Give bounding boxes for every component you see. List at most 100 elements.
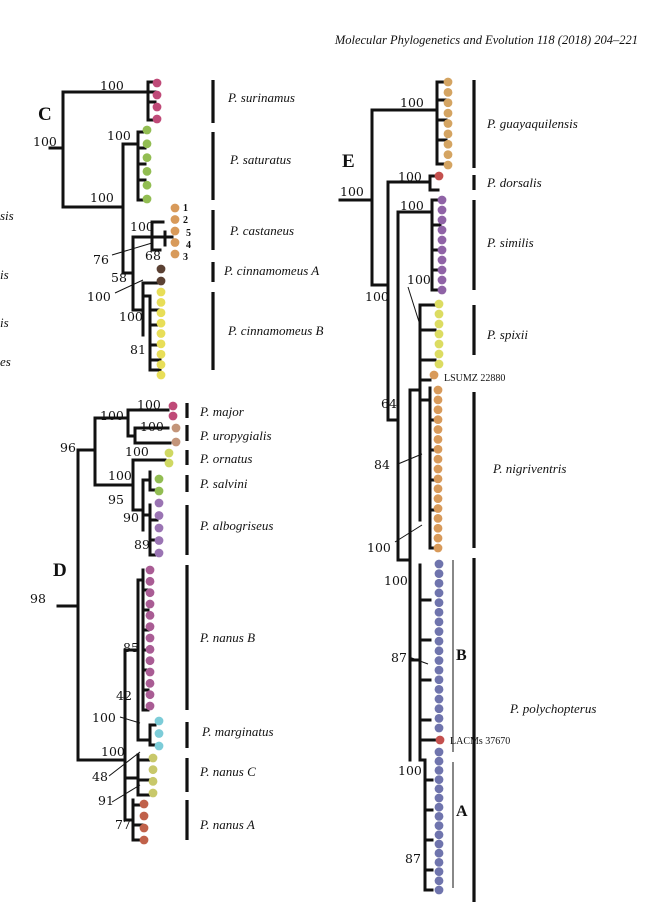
support-value: 100	[340, 184, 364, 199]
sample-dot	[429, 370, 439, 380]
sample-dot	[434, 885, 444, 895]
sample-dot	[145, 656, 155, 666]
species-label: P. major	[199, 404, 245, 419]
sample-dot	[434, 349, 444, 359]
sample-dot	[433, 513, 443, 523]
sample-dot	[433, 543, 443, 553]
tree-branch	[386, 174, 440, 192]
sample-dot	[434, 359, 444, 369]
sample-dot	[434, 876, 444, 886]
sample-dot	[434, 867, 444, 876]
tip-number: 1	[183, 203, 188, 214]
sample-dot	[434, 309, 444, 319]
sample-dot	[170, 203, 180, 213]
tree-branch	[121, 130, 147, 202]
tree-branch	[141, 281, 162, 372]
panel-letter: E	[342, 151, 355, 172]
panel-letter: D	[53, 560, 67, 581]
sample-dot	[437, 255, 447, 265]
support-value: 100	[398, 169, 422, 184]
sample-dot	[437, 265, 447, 275]
sample-dot	[139, 823, 149, 833]
sample-dot	[434, 299, 444, 309]
sample-dot	[437, 285, 447, 295]
species-label: P. polychopterus	[509, 701, 596, 716]
sample-dot	[171, 437, 181, 447]
sample-dot	[433, 484, 443, 494]
sample-dot	[152, 102, 162, 112]
sample-dot	[154, 474, 164, 484]
sample-dot	[145, 644, 155, 654]
species-label: P. similis	[486, 235, 534, 250]
sample-dot	[156, 339, 166, 349]
sample-dot	[433, 494, 443, 504]
subclade-label: B	[456, 647, 467, 664]
sample-dot	[434, 588, 444, 598]
tree-branch	[61, 80, 157, 122]
sample-dot	[434, 617, 444, 627]
sample-dot	[434, 665, 444, 675]
species-label: P. guayaquilensis	[486, 116, 578, 131]
sample-dot	[434, 839, 444, 849]
sample-dots	[139, 77, 453, 895]
sample-dot	[154, 511, 164, 520]
sample-dot	[152, 78, 162, 88]
support-value: 100	[384, 573, 408, 588]
sample-dot	[154, 548, 164, 558]
sample-dot	[434, 694, 444, 704]
support-value: 85	[123, 640, 139, 655]
sample-dot	[443, 139, 453, 149]
sample-dot	[145, 678, 155, 688]
callout-line	[397, 453, 423, 465]
species-label: P. castaneus	[229, 223, 294, 238]
sample-dot	[443, 98, 453, 108]
species-label: P. marginatus	[201, 724, 274, 739]
sample-dot	[145, 610, 155, 620]
support-value: 48	[92, 769, 108, 784]
tip-number: 3	[183, 252, 188, 263]
sample-dot	[145, 633, 155, 643]
sample-dot	[434, 793, 444, 803]
sample-dot	[437, 225, 447, 235]
sample-dot	[434, 821, 444, 830]
journal-header: Molecular Phylogenetics and Evolution 11…	[334, 33, 638, 47]
sample-dot	[142, 153, 152, 163]
sample-dot	[434, 747, 444, 757]
support-value: 100	[400, 198, 424, 213]
sample-dot	[142, 194, 152, 204]
sample-dot	[434, 713, 444, 723]
tree-branch	[76, 416, 97, 487]
sample-dot	[156, 360, 166, 370]
sample-dot	[156, 349, 166, 359]
sample-dot	[434, 675, 444, 685]
tree-branch	[163, 230, 174, 247]
tree-branch	[370, 80, 448, 166]
tree-branch	[93, 458, 135, 512]
tree-branch	[136, 568, 150, 712]
tree-branch	[93, 408, 172, 445]
sample-dot	[443, 108, 453, 118]
sample-dot	[434, 830, 444, 840]
tree-branch	[76, 648, 127, 822]
sample-dot	[154, 486, 164, 496]
support-value: 77	[115, 817, 131, 832]
support-value: 95	[108, 492, 124, 507]
support-value: 100	[140, 419, 164, 434]
support-value: 100	[400, 95, 424, 110]
sample-dot	[433, 415, 443, 425]
cropped-label: es	[0, 354, 11, 369]
sample-dot	[434, 656, 444, 665]
species-label: P. uropygialis	[199, 428, 272, 443]
sample-dot	[433, 434, 443, 444]
species-label: P. ornatus	[199, 451, 253, 466]
cropped-label: is	[0, 315, 9, 330]
sample-dot	[154, 536, 164, 545]
sample-dot	[434, 636, 444, 646]
sample-dot	[148, 776, 158, 786]
sample-dot	[139, 835, 149, 845]
sample-dot	[434, 319, 444, 329]
sample-dot	[168, 401, 178, 411]
sample-dot	[443, 150, 453, 160]
tree-branch	[418, 758, 434, 892]
sample-dot	[170, 226, 180, 236]
